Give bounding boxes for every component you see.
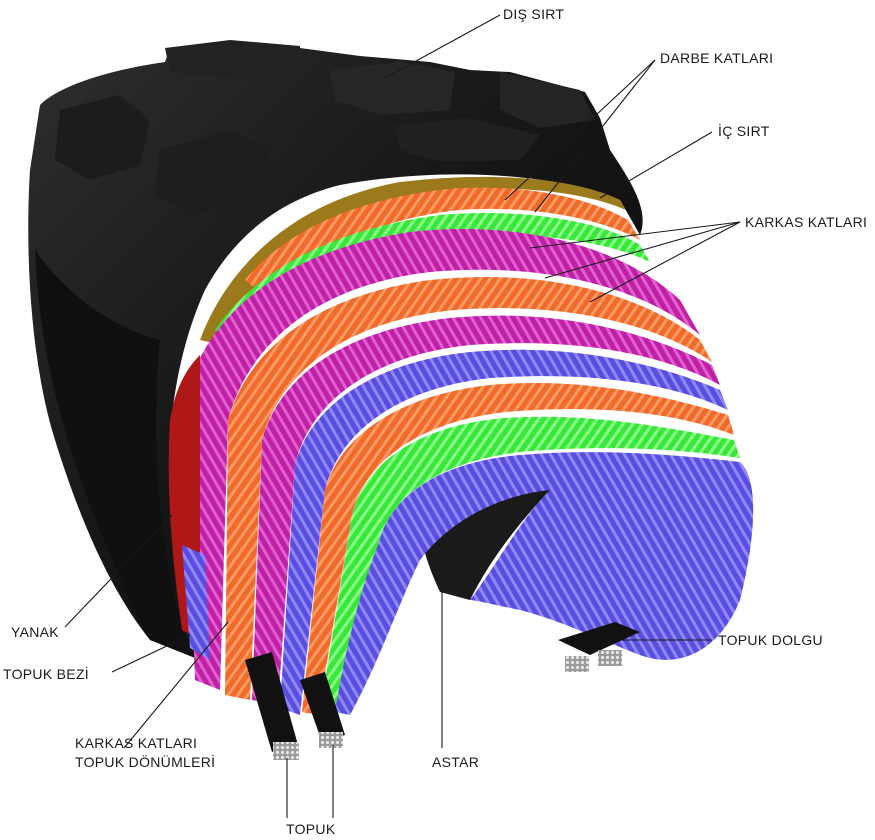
breaker-ply-green xyxy=(215,213,650,355)
left-bead xyxy=(245,652,345,760)
label-astar: ASTAR xyxy=(432,754,479,770)
label-karkas-topuk-line2: TOPUK DÖNÜMLERİ xyxy=(75,753,215,770)
label-topuk-dolgu: TOPUK DOLGU xyxy=(718,632,823,648)
label-karkas-katlari: KARKAS KATLARI xyxy=(745,214,867,230)
bead-wire-left xyxy=(273,742,299,760)
carcass-ply-orange xyxy=(225,276,712,700)
inner-tread-band xyxy=(200,176,626,345)
leader-ic-sirt xyxy=(599,131,713,199)
leader-karkas-2 xyxy=(544,221,741,279)
label-dis-sirt: DIŞ SIRT xyxy=(503,6,564,22)
label-yanak: YANAK xyxy=(11,624,59,640)
bead-filler-right xyxy=(558,622,640,655)
carcass-plies xyxy=(185,229,754,715)
label-darbe-katlari: DARBE KATLARI xyxy=(660,50,773,66)
tread-block xyxy=(395,118,540,162)
carcass-ply-blue xyxy=(280,349,728,715)
carcass-ply-green xyxy=(320,416,740,712)
leader-karkas-1 xyxy=(529,221,741,249)
label-topuk: TOPUK xyxy=(286,821,336,837)
bead-filler-left-2 xyxy=(300,672,345,742)
tread-block xyxy=(155,130,270,215)
sidewall-shade xyxy=(35,250,190,655)
carcass-ply-blue-inner xyxy=(335,452,754,715)
right-bead xyxy=(558,622,640,672)
label-ic-sirt: İÇ SIRT xyxy=(718,122,770,139)
labels: DIŞ SIRT DARBE KATLARI İÇ SIRT KARKAS KA… xyxy=(3,6,867,837)
label-topuk-bezi: TOPUK BEZİ xyxy=(3,665,89,682)
leader-darbe-2 xyxy=(534,59,656,213)
tread-block xyxy=(330,62,455,115)
leader-karkas-topuk xyxy=(123,621,229,749)
carcass-ply-magenta-2 xyxy=(252,315,720,705)
leader-yanak xyxy=(64,514,173,628)
breaker-ply-orange xyxy=(245,187,640,300)
tread-block xyxy=(165,40,300,78)
tread-block xyxy=(55,95,150,180)
bead-cloth-overlay xyxy=(182,545,210,660)
bead-wire-right xyxy=(565,656,589,672)
bead-wire-right-2 xyxy=(598,650,622,666)
bead-filler-left xyxy=(245,652,298,752)
bead-wire-left-2 xyxy=(319,732,343,748)
leader-dis-sirt xyxy=(384,14,501,79)
leader-darbe-1 xyxy=(504,59,656,201)
leader-karkas-3 xyxy=(589,221,741,303)
leader-topuk-bezi xyxy=(111,634,191,673)
tread-block xyxy=(500,72,595,128)
carcass-ply-orange-2 xyxy=(302,383,734,715)
leader-lines xyxy=(64,14,741,818)
label-karkas-topuk-line1: KARKAS KATLARI xyxy=(75,735,197,751)
